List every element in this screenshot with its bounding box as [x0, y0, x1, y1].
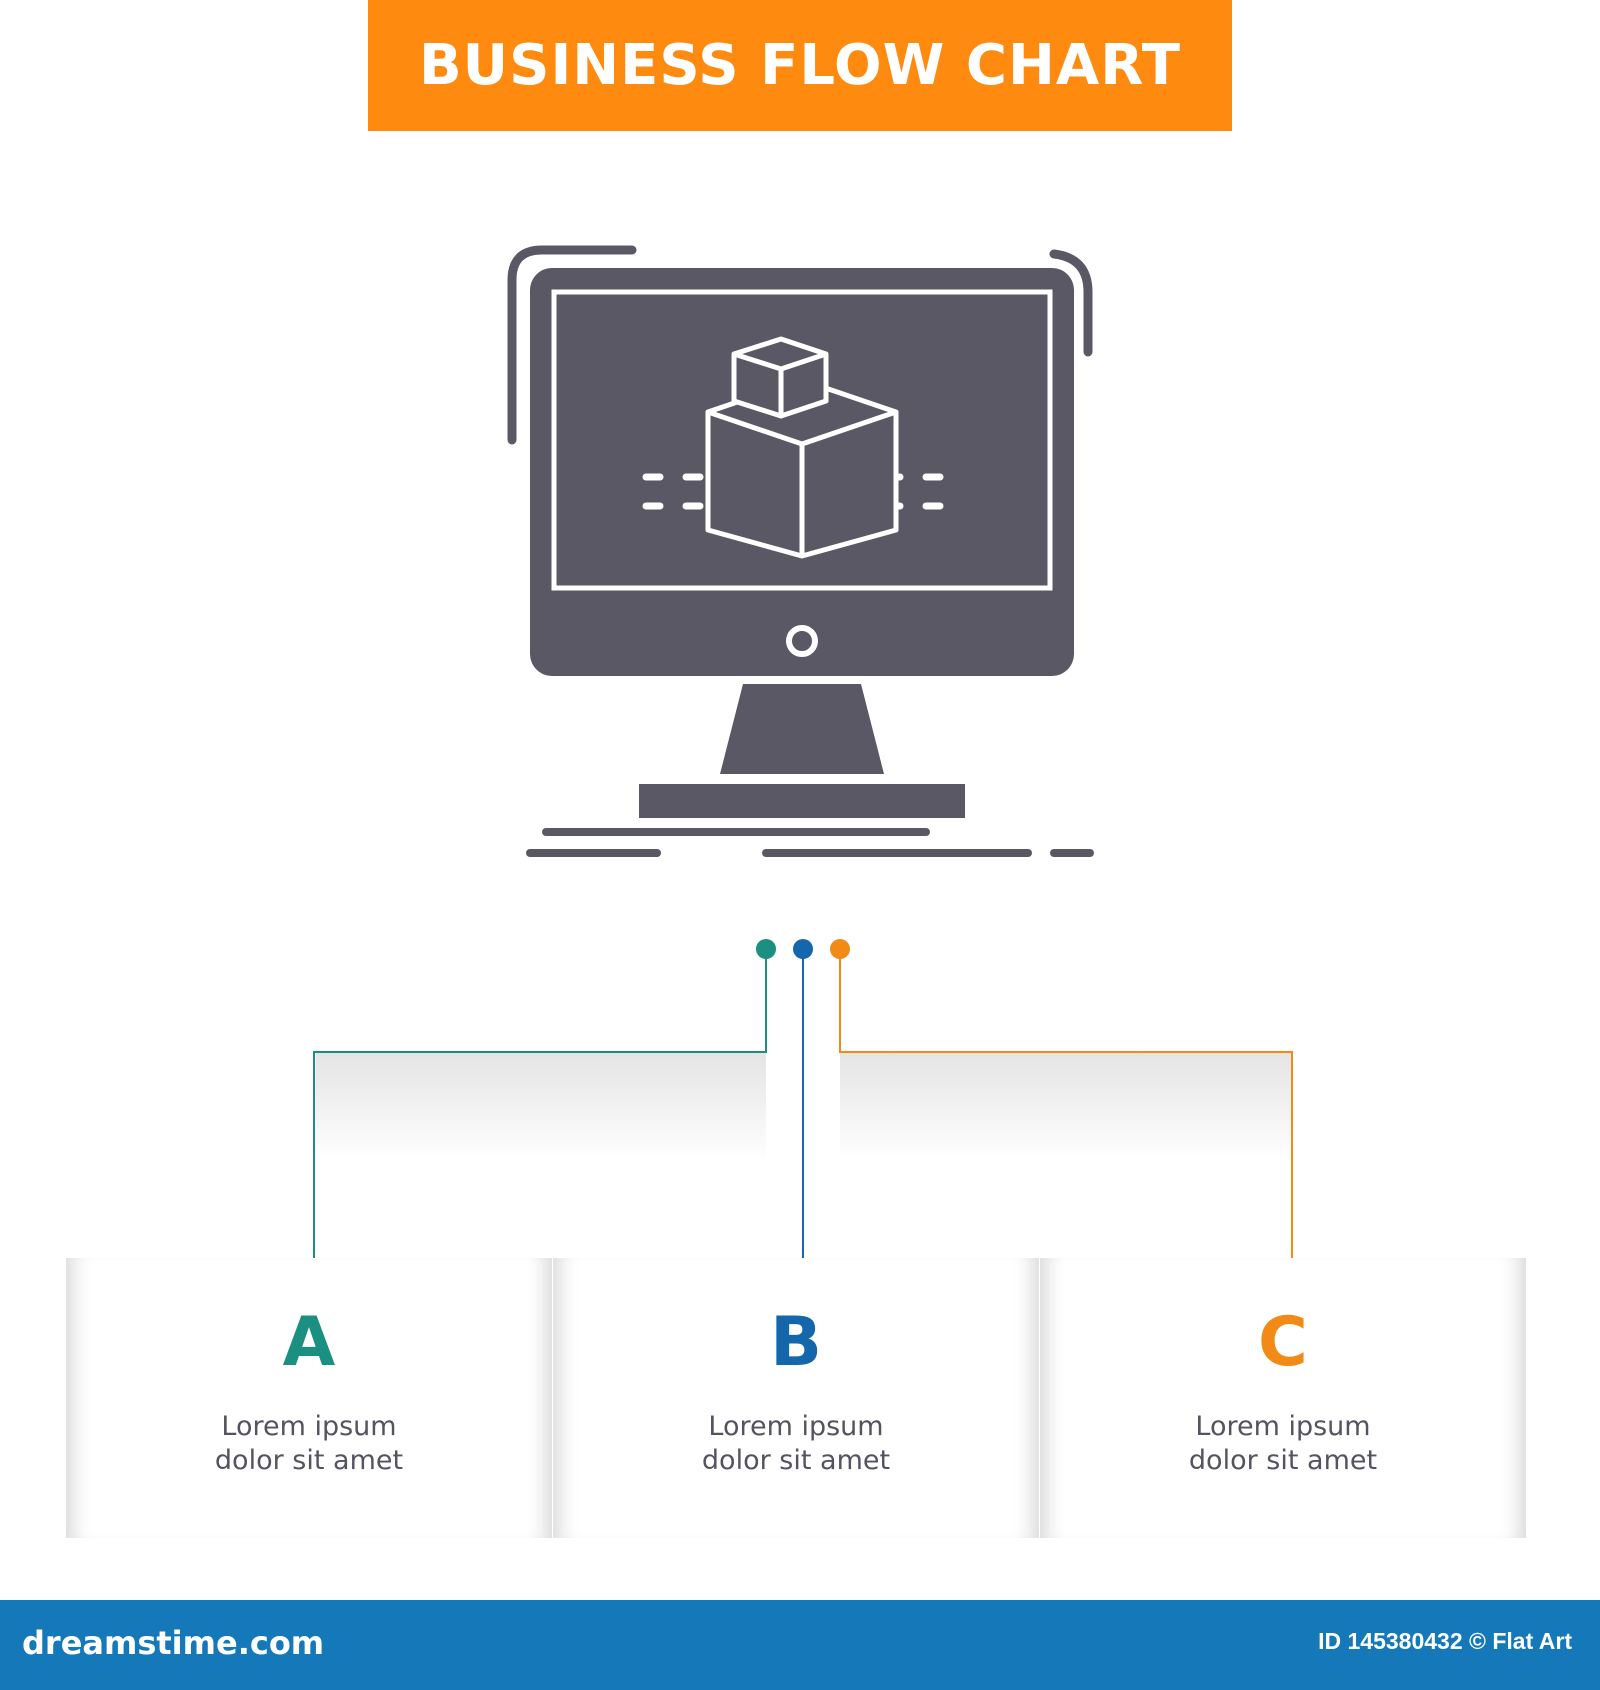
step-text-a-line2: dolor sit amet — [214, 1445, 404, 1476]
step-card-c: C Lorem ipsum dolor sit amet — [1040, 1258, 1526, 1538]
connector-lines — [313, 939, 1293, 1275]
title-banner: BUSINESS FLOW CHART — [368, 0, 1232, 131]
step-text-a: Lorem ipsum dolor sit amet — [66, 1410, 552, 1478]
step-text-c-line2: dolor sit amet — [1188, 1445, 1378, 1476]
connector-shadow-left — [316, 1052, 766, 1162]
connector-dot-b — [793, 939, 813, 959]
step-letter-b: B — [770, 1303, 822, 1382]
step-text-b-line2: dolor sit amet — [701, 1445, 891, 1476]
step-card-a: A Lorem ipsum dolor sit amet — [66, 1258, 552, 1538]
connector-shadow-right — [840, 1052, 1292, 1162]
connector-dot-c — [830, 939, 850, 959]
footer-bar: dreamstime.com ID 145380432 © Flat Art — [0, 1600, 1600, 1690]
step-text-a-line1: Lorem ipsum — [221, 1411, 397, 1442]
step-text-c: Lorem ipsum dolor sit amet — [1040, 1410, 1526, 1478]
footer-image-id: ID 145380432 © Flat Art — [1318, 1628, 1572, 1654]
connector-c — [839, 950, 1293, 1275]
step-letter-c: C — [1258, 1303, 1308, 1382]
footer-brand: dreamstime.com — [22, 1624, 325, 1662]
step-text-c-line1: Lorem ipsum — [1195, 1411, 1371, 1442]
step-card-b: B Lorem ipsum dolor sit amet — [553, 1258, 1039, 1538]
step-text-b: Lorem ipsum dolor sit amet — [553, 1410, 1039, 1478]
connector-dot-a — [756, 939, 776, 959]
3d-cube-monitor-icon — [507, 245, 1094, 857]
connector-a — [313, 950, 767, 1275]
step-letter-a: A — [282, 1303, 336, 1382]
page-title: BUSINESS FLOW CHART — [418, 33, 1181, 98]
step-text-b-line1: Lorem ipsum — [708, 1411, 884, 1442]
